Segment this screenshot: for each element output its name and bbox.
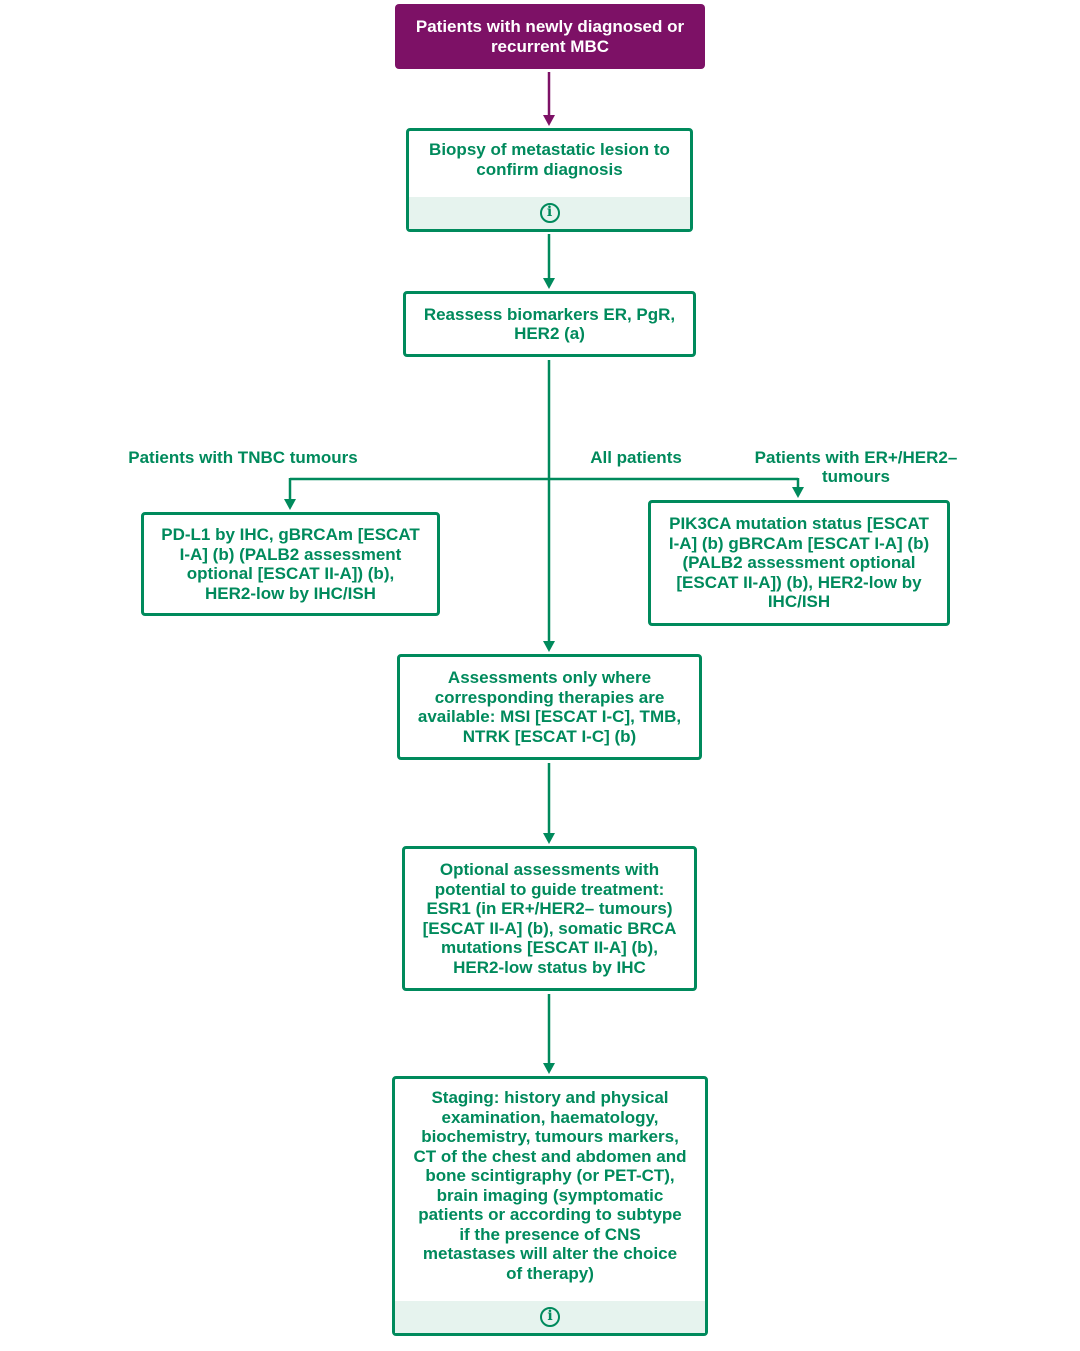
node-assessments-only-label: Assessments only where corresponding the…	[417, 668, 682, 746]
branch-label-er-text: Patients with ER+/HER2– tumours	[754, 447, 958, 487]
arrowhead-biopsy-reassess	[543, 278, 555, 289]
node-reassess-text: Reassess biomarkers ER, PgR, HER2 (a)	[406, 294, 693, 354]
start-node-patients: Patients with newly diagnosed or recurre…	[395, 4, 705, 69]
branch-label-tnbc-text: Patients with TNBC tumours	[128, 447, 358, 467]
node-biopsy-label: Biopsy of metastatic lesion to confirm d…	[429, 140, 670, 179]
node-biopsy: Biopsy of metastatic lesion to confirm d…	[406, 128, 693, 232]
arrowhead-optional-staging	[543, 1063, 555, 1074]
arrowhead-start-biopsy	[543, 115, 555, 126]
arrowhead-branch-er	[792, 487, 804, 498]
node-reassess-label: Reassess biomarkers ER, PgR, HER2 (a)	[423, 304, 676, 344]
branch-label-er-her2: Patients with ER+/HER2– tumours	[740, 428, 972, 487]
node-reassess-biomarkers: Reassess biomarkers ER, PgR, HER2 (a)	[403, 291, 696, 357]
node-er-her2-tests: PIK3CA mutation status [ESCAT I-A] (b) g…	[648, 500, 950, 626]
arrowhead-reassess-assessments	[543, 641, 555, 652]
node-staging-text: Staging: history and physical examinatio…	[395, 1079, 705, 1301]
info-band: i	[395, 1301, 705, 1333]
info-glyph: i	[547, 1308, 553, 1325]
node-optional-assessments: Optional assessments with potential to g…	[402, 846, 697, 991]
branch-label-tnbc: Patients with TNBC tumours	[112, 428, 374, 467]
node-staging: Staging: history and physical examinatio…	[392, 1076, 708, 1336]
node-tnbc-tests-label: PD-L1 by IHC, gBRCAm [ESCAT I-A] (b) (PA…	[161, 525, 420, 603]
node-er-tests-label: PIK3CA mutation status [ESCAT I-A] (b) g…	[668, 514, 930, 612]
node-assessments-only-text: Assessments only where corresponding the…	[400, 657, 699, 757]
branch-label-all-text: All patients	[590, 447, 682, 467]
info-glyph: i	[546, 204, 553, 221]
info-band: i	[409, 197, 690, 229]
node-assessments-only: Assessments only where corresponding the…	[397, 654, 702, 760]
arrowhead-assessments-optional	[543, 833, 555, 844]
branch-label-all-patients: All patients	[578, 428, 694, 467]
node-biopsy-text: Biopsy of metastatic lesion to confirm d…	[409, 131, 690, 197]
node-staging-label: Staging: history and physical examinatio…	[413, 1088, 687, 1283]
start-node-label: Patients with newly diagnosed or recurre…	[415, 17, 685, 56]
node-er-tests-text: PIK3CA mutation status [ESCAT I-A] (b) g…	[651, 503, 947, 623]
node-optional-text: Optional assessments with potential to g…	[405, 849, 694, 988]
node-optional-label: Optional assessments with potential to g…	[422, 860, 677, 977]
info-circle-icon[interactable]: i	[540, 1307, 560, 1327]
info-circle-icon[interactable]: i	[539, 203, 560, 223]
node-tnbc-tests-text: PD-L1 by IHC, gBRCAm [ESCAT I-A] (b) (PA…	[144, 515, 437, 613]
node-tnbc-tests: PD-L1 by IHC, gBRCAm [ESCAT I-A] (b) (PA…	[141, 512, 440, 616]
arrowhead-branch-tnbc	[284, 499, 296, 510]
